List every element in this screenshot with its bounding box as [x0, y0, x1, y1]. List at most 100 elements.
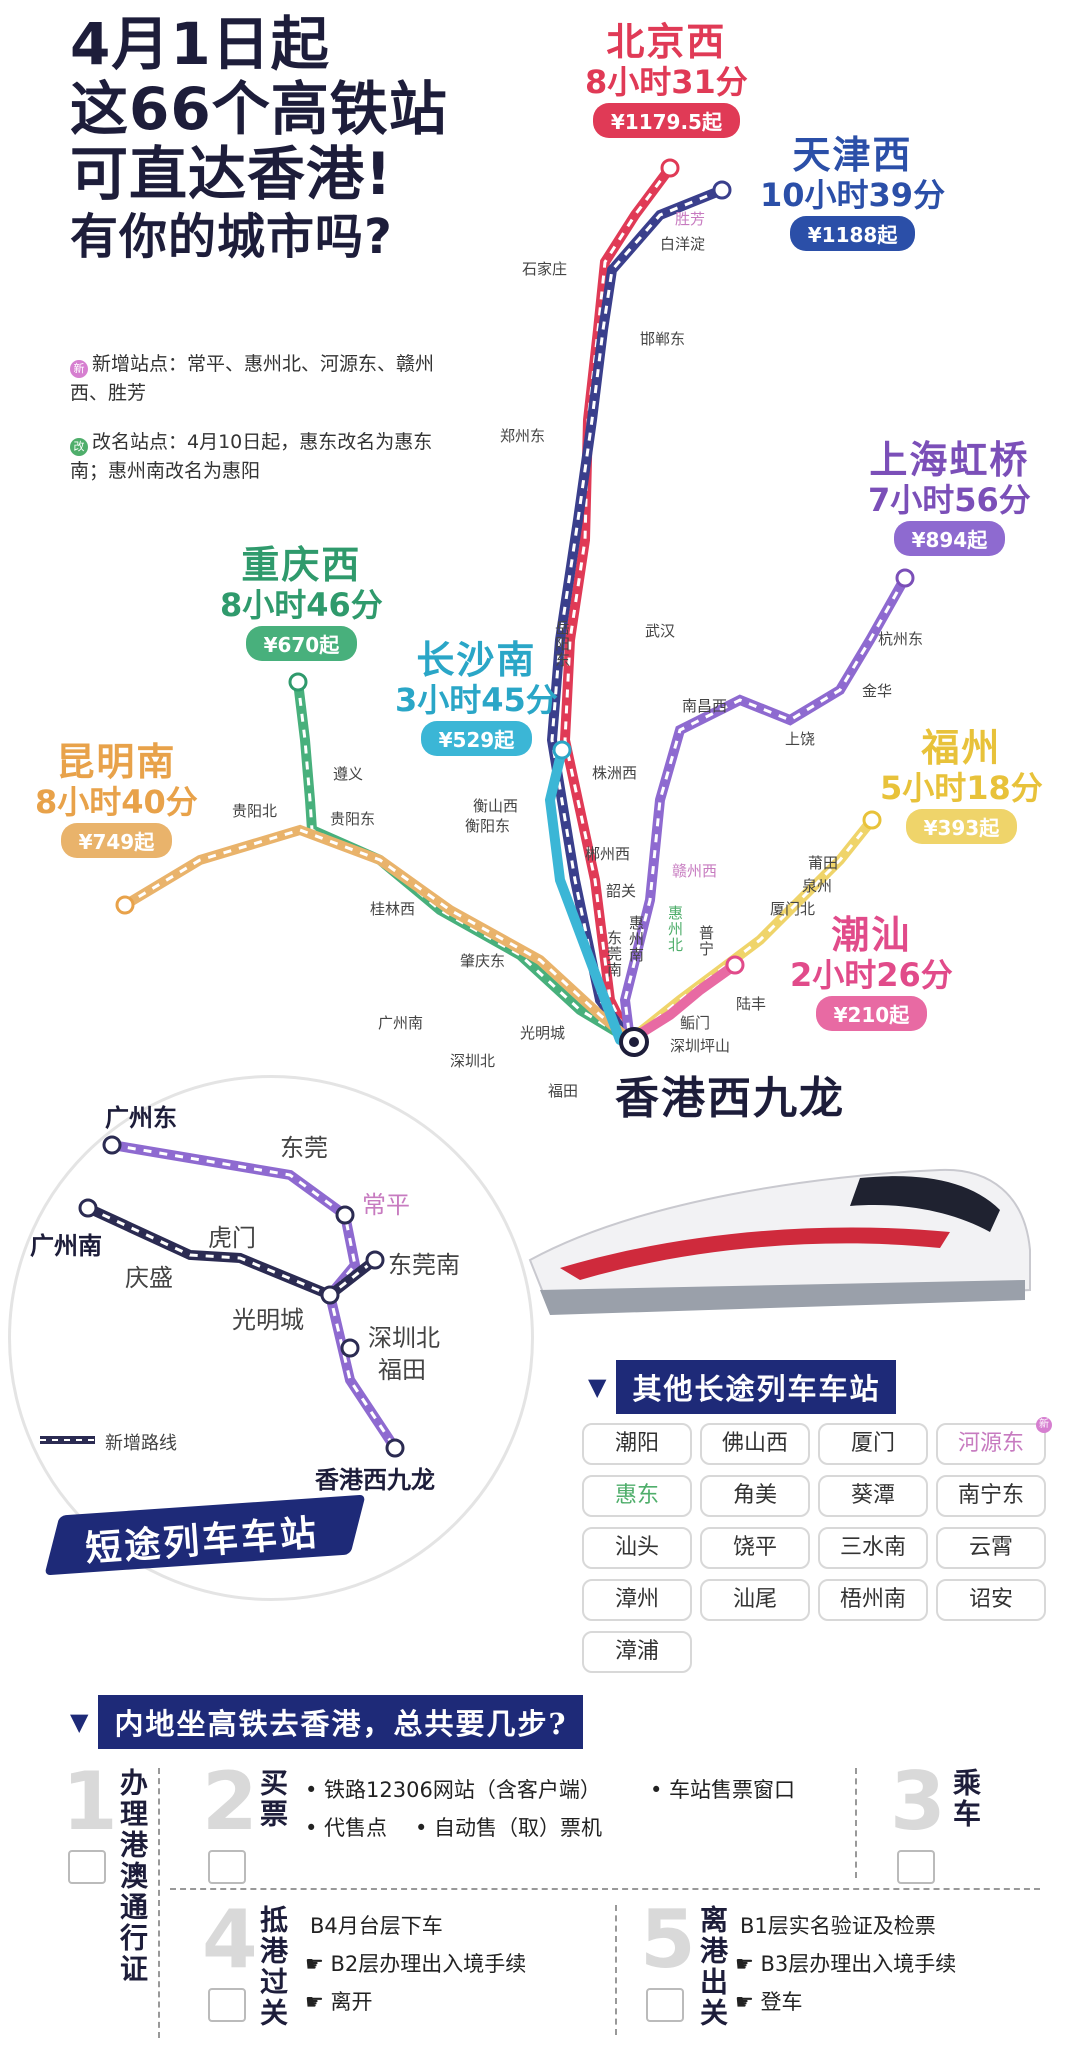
station-puning: 普宁 — [697, 925, 715, 957]
dest-time: 7小时56分 — [868, 480, 1031, 519]
station-pill-renamed: 惠东 — [582, 1475, 692, 1517]
luggage-icon — [646, 1988, 684, 2022]
route-map — [115, 158, 915, 1057]
pointing-hand-icon: ☛ — [305, 1952, 331, 1976]
dest-time: 3小时45分 — [395, 680, 558, 719]
step-2-number: 2 — [202, 1755, 258, 1848]
triangle-down-icon: ▼ — [588, 1373, 607, 1401]
dest-shanghai: 上海虹桥 7小时56分 ¥894起 — [868, 438, 1031, 556]
step-4-title: 抵港过关 — [256, 1905, 289, 2029]
renamed-stations-note: 改改名站点：4月10日起，惠东改名为惠东南；惠州南改名为惠阳 — [70, 428, 450, 487]
station-nanchangxi: 南昌西 — [682, 697, 728, 715]
station-shaoguan: 韶关 — [606, 882, 637, 900]
station-guilinxi: 桂林西 — [370, 900, 416, 918]
station-shangrao: 上饶 — [785, 730, 816, 748]
station-huizhounan: 惠州南 — [627, 915, 645, 963]
station-pill: 潮阳 — [582, 1423, 692, 1465]
new-route-legend: 新增路线 — [105, 1433, 177, 1454]
terminal-chaoshan — [725, 955, 745, 975]
terminal-tianjin — [712, 180, 732, 200]
station-pill: 诏安 — [936, 1579, 1046, 1621]
divider — [158, 1768, 160, 2038]
ticket-icon — [208, 1850, 246, 1884]
dest-chaoshan: 潮汕 2小时26分 ¥210起 — [790, 913, 953, 1031]
dest-price: ¥393起 — [905, 808, 1018, 844]
station-shenzhenpingshan: 深圳坪山 — [670, 1037, 731, 1055]
dest-name: 潮汕 — [831, 913, 912, 957]
station-pill: 佛山西 — [700, 1423, 810, 1465]
dest-price: ¥670起 — [245, 625, 358, 661]
page-headline: 4月1日起 这66个高铁站 可直达香港! 有你的城市吗? — [70, 12, 448, 265]
short-station-changping: 常平 — [362, 1191, 410, 1219]
station-guangmingcheng: 光明城 — [520, 1024, 566, 1042]
station-pill-label: 河源东 — [957, 1431, 1024, 1456]
step-5-detail: ☛ 登车 — [735, 1986, 803, 2016]
step-2-option: • 铁路12306网站（含客户端） — [305, 1778, 601, 1802]
dest-kunming: 昆明南 8小时40分 ¥749起 — [35, 740, 198, 858]
headline-line2: 这66个高铁站 — [70, 74, 448, 143]
renamed-stations-text: 改名站点：4月10日起，惠东改名为惠东南；惠州南改名为惠阳 — [70, 431, 433, 483]
step-2-option: • 车站售票窗口 — [650, 1778, 796, 1802]
station-hengyangdong: 衡阳东 — [465, 817, 511, 835]
dest-price: ¥894起 — [893, 520, 1006, 556]
short-station-qingsheng: 庆盛 — [125, 1264, 173, 1292]
step-3-title: 乘车 — [949, 1768, 982, 1830]
station-zunyi: 遵义 — [333, 765, 364, 783]
terminal-beijing — [660, 158, 680, 178]
headline-line1: 4月1日起 — [70, 10, 330, 78]
step-5-detail: B1层实名验证及检票 — [740, 1914, 936, 1938]
station-pill: 角美 — [700, 1475, 810, 1517]
station-hengshanxi: 衡山西 — [473, 797, 519, 815]
divider — [615, 1905, 617, 2035]
divider — [170, 1888, 1040, 1890]
station-pill: 梧州南 — [818, 1579, 928, 1621]
dest-price: ¥1188起 — [789, 215, 916, 251]
dest-name: 天津西 — [792, 133, 913, 177]
station-zhaoqingdong: 肇庆东 — [460, 952, 506, 970]
new-station-icon: 新 — [1036, 1417, 1052, 1433]
step-1-number: 1 — [62, 1755, 118, 1848]
new-stations-text: 新增站点：常平、惠州北、河源东、赣州西、胜芳 — [70, 353, 435, 405]
short-station-guangzhounan: 广州南 — [30, 1232, 102, 1260]
dest-time: 5小时18分 — [880, 768, 1043, 807]
station-pill-new: 河源东新 — [936, 1417, 1052, 1465]
station-handandong: 邯郸东 — [640, 330, 686, 348]
station-pill: 厦门 — [818, 1423, 928, 1465]
station-pill: 南宁东 — [936, 1475, 1046, 1517]
step-4-number: 4 — [202, 1893, 258, 1986]
dest-time: 10小时39分 — [760, 175, 946, 214]
station-ganzhouxi: 赣州西 — [672, 862, 718, 880]
station-pill: 汕尾 — [700, 1579, 810, 1621]
step-4-detail: ☛ B2层办理出入境手续 — [305, 1948, 526, 1978]
short-station-futian: 福田 — [378, 1356, 426, 1384]
dest-name: 昆明南 — [56, 740, 177, 784]
step-1-title: 办理港澳通行证 — [116, 1768, 149, 1985]
terminal-fuzhou — [862, 810, 882, 830]
station-pill: 汕头 — [582, 1527, 692, 1569]
dest-name: 上海虹桥 — [869, 438, 1030, 482]
dest-price: ¥529起 — [420, 720, 533, 756]
station-chenzhouxi: 郴州西 — [585, 845, 631, 863]
dest-changsha: 长沙南 3小时45分 ¥529起 — [395, 639, 558, 756]
terminal-shanghai — [895, 568, 915, 588]
step-5-detail-text: 登车 — [760, 1990, 803, 2014]
step-2-title: 买票 — [256, 1768, 289, 1830]
short-station-dongguan: 东莞 — [280, 1134, 328, 1162]
short-station-dongguannan: 东莞南 — [388, 1251, 460, 1279]
dest-price: ¥210起 — [815, 995, 928, 1031]
hk-terminal-label: 香港西九龙 — [615, 1073, 845, 1124]
step-5-number: 5 — [640, 1893, 696, 1986]
station-hangzhoudong: 杭州东 — [878, 630, 924, 648]
long-stations-title: 其他长途列车车站 — [616, 1360, 897, 1414]
short-station-shenzhenbei: 深圳北 — [368, 1324, 440, 1352]
terminal-changsha — [552, 740, 572, 760]
dest-tianjin: 天津西 10小时39分 ¥1188起 — [760, 133, 946, 251]
gate-icon — [208, 1988, 246, 2022]
headline-line3: 可直达香港! — [70, 139, 393, 208]
renamed-station-icon: 改 — [70, 438, 88, 456]
station-pill: 漳浦 — [582, 1631, 692, 1673]
triangle-down-icon: ▼ — [70, 1708, 89, 1736]
dest-time: 8小时40分 — [35, 782, 198, 821]
route-line-chaoshan — [625, 960, 740, 1045]
pointing-hand-icon: ☛ — [735, 1952, 761, 1976]
